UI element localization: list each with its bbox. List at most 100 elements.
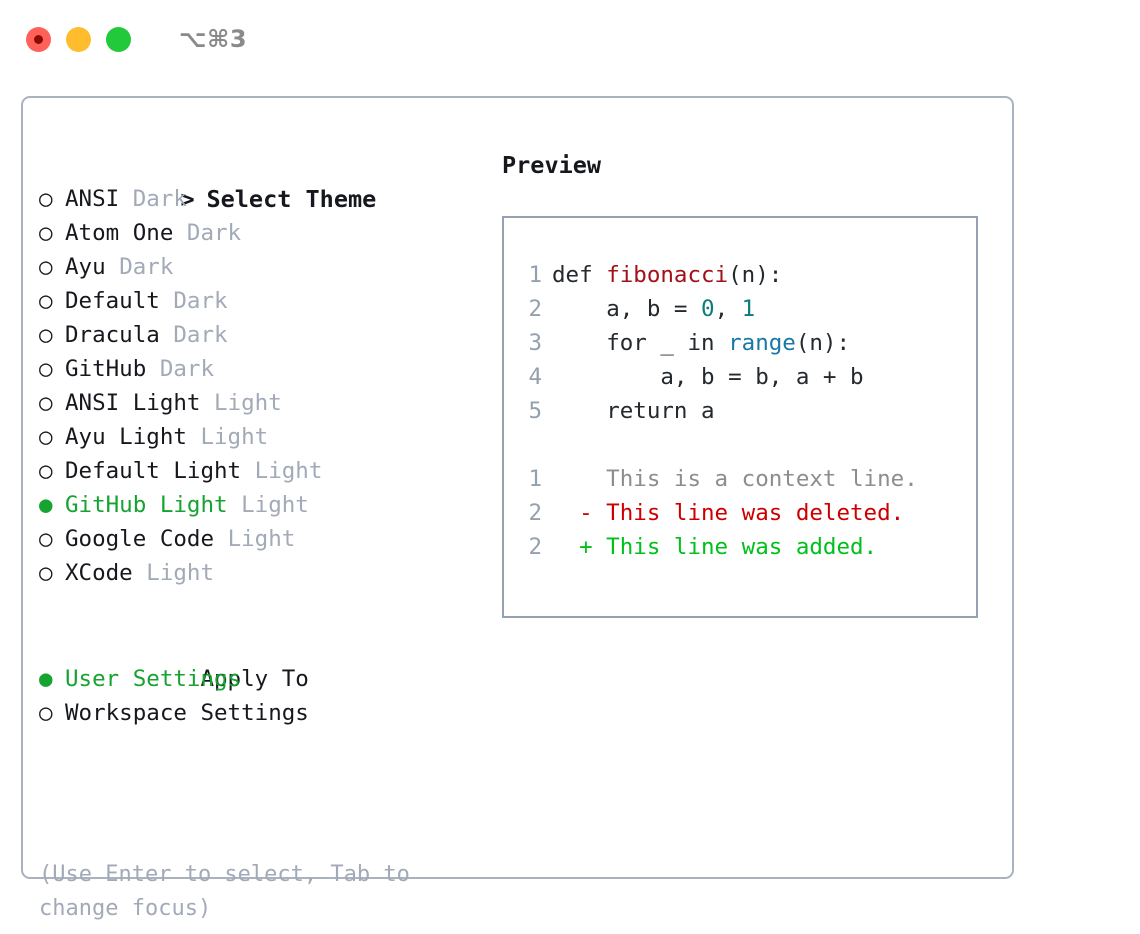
diff-line-ctx: This is a context line.: [552, 466, 918, 492]
line-number: 1: [528, 262, 542, 288]
theme-option-gap: [228, 492, 242, 518]
radio-selected-icon[interactable]: ●: [39, 492, 53, 518]
apply-to-option-label: Workspace Settings: [65, 700, 309, 726]
diff-line: 2 + This line was added.: [504, 530, 976, 564]
theme-option-label: Default Light: [65, 458, 242, 484]
apply-to-heading-label: Apply To: [200, 666, 309, 692]
maximize-button[interactable]: [106, 26, 131, 52]
theme-option-label: Dracula: [65, 322, 160, 348]
radio-unselected-icon[interactable]: ○: [39, 254, 53, 280]
apply-to-list: ●User Settings ○ Workspace Settings: [39, 662, 489, 730]
theme-option-label: Ayu: [65, 254, 106, 280]
code-line: 2 a, b = 0, 1: [504, 292, 976, 326]
theme-option[interactable]: ○Google Code Light: [39, 522, 489, 556]
radio-unselected-icon[interactable]: ○: [39, 424, 53, 450]
theme-variant-tag: Light: [241, 492, 309, 518]
diff-line: 2 - This line was deleted.: [504, 496, 976, 530]
code-indent: [552, 398, 606, 424]
theme-option-gap: [173, 220, 187, 246]
radio-unselected-icon[interactable]: ○: [39, 458, 53, 484]
diff-sample: 1 This is a context line. 2 - This line w…: [504, 462, 976, 564]
code-token-plain: return a: [606, 398, 715, 424]
diff-line-add: + This line was added.: [552, 534, 878, 560]
radio-unselected-icon[interactable]: ○: [39, 390, 53, 416]
code-token-plain: (n):: [795, 330, 851, 356]
code-indent: [552, 330, 606, 356]
radio-unselected-icon[interactable]: ○: [39, 288, 53, 314]
apply-to-option[interactable]: ○ Workspace Settings: [39, 696, 489, 730]
apply-to-option[interactable]: ●User Settings: [39, 662, 489, 696]
code-token-call: range: [728, 330, 796, 356]
theme-variant-tag: Light: [146, 560, 215, 586]
code-token-num: 1: [741, 296, 756, 322]
keyboard-shortcut-label: ⌥⌘3: [179, 25, 248, 53]
apply-to-heading: Apply To: [39, 628, 489, 692]
line-number: 2: [528, 500, 542, 526]
line-number: 3: [528, 330, 542, 356]
code-line: 3 for _ in range(n):: [504, 326, 976, 360]
theme-option[interactable]: ○Default Dark: [39, 284, 489, 318]
theme-option-label: Default: [65, 288, 160, 314]
theme-option[interactable]: ○ Ayu Dark: [39, 250, 489, 284]
theme-option-label: ANSI Light: [65, 390, 201, 416]
line-number: 1: [528, 466, 542, 492]
radio-unselected-icon[interactable]: ○: [39, 322, 53, 348]
theme-option-gap: [187, 424, 201, 450]
theme-variant-tag: Dark: [119, 254, 174, 280]
theme-option[interactable]: ○ GitHub Dark: [39, 352, 489, 386]
select-theme-heading-label: Select Theme: [206, 185, 377, 213]
theme-variant-tag: Dark: [159, 356, 215, 382]
radio-unselected-icon[interactable]: ○: [39, 700, 53, 726]
line-number: 5: [528, 398, 542, 424]
theme-option[interactable]: ●GitHub Light Light: [39, 488, 489, 522]
line-number: 2: [528, 534, 542, 560]
code-line: 4 a, b = b, a + b: [504, 360, 976, 394]
radio-unselected-icon[interactable]: ○: [39, 526, 53, 552]
theme-option-gap: [160, 288, 174, 314]
theme-option-gap: [200, 390, 214, 416]
radio-unselected-icon[interactable]: ○: [39, 356, 53, 382]
theme-option[interactable]: ○Ayu Light Light: [39, 420, 489, 454]
theme-option-gap: [241, 458, 255, 484]
preview-heading: Preview: [502, 151, 602, 179]
theme-option-gap: [106, 254, 120, 280]
theme-option-label: Atom One: [65, 220, 174, 246]
close-button[interactable]: [26, 26, 51, 52]
radio-selected-icon[interactable]: ●: [39, 666, 53, 692]
theme-option-label: XCode: [65, 560, 133, 586]
theme-option[interactable]: ○ANSI Dark: [39, 182, 489, 216]
minimize-button[interactable]: [66, 26, 91, 52]
theme-option[interactable]: ○ANSI Light Light: [39, 386, 489, 420]
theme-option-gap: [214, 526, 228, 552]
content-panel: >Select Theme ○ANSI Dark○Atom One Dark○A…: [21, 96, 1014, 921]
theme-option-gap: [146, 356, 160, 382]
theme-variant-tag: Light: [254, 458, 323, 484]
theme-option[interactable]: ○Dracula Dark: [39, 318, 489, 352]
radio-unselected-icon[interactable]: ○: [39, 220, 53, 246]
theme-variant-tag: Light: [227, 526, 296, 552]
theme-option-gap: [133, 560, 147, 586]
theme-option[interactable]: ○ Atom One Dark: [39, 216, 489, 250]
radio-unselected-icon[interactable]: ○: [39, 186, 53, 212]
line-number: 2: [528, 296, 542, 322]
code-token-plain: (n):: [728, 262, 783, 288]
theme-variant-tag: Dark: [186, 220, 242, 246]
theme-option-gap: [119, 186, 133, 212]
theme-option-gap: [160, 322, 174, 348]
code-diff-spacer: [504, 428, 976, 462]
theme-list: ○ ANSI Dark ○ Atom One Dark ○ Ayu Dark ○ Defaul…: [39, 182, 489, 590]
prompt-caret-icon: >: [180, 185, 195, 213]
theme-variant-tag: Light: [200, 424, 269, 450]
theme-option-label: ANSI: [65, 186, 120, 212]
theme-option[interactable]: ○ XCode Light: [39, 556, 489, 590]
keyboard-hint-text: (Use Enter to select, Tab to change focu…: [39, 862, 410, 921]
theme-option[interactable]: ○ Default Light Light: [39, 454, 489, 488]
theme-option-label: GitHub: [65, 356, 147, 382]
code-token-fn: fibonacci: [606, 262, 729, 288]
title-bar: ⌥⌘3: [0, 0, 1140, 78]
code-token-plain: ,: [714, 296, 742, 322]
radio-unselected-icon[interactable]: ○: [39, 560, 53, 586]
